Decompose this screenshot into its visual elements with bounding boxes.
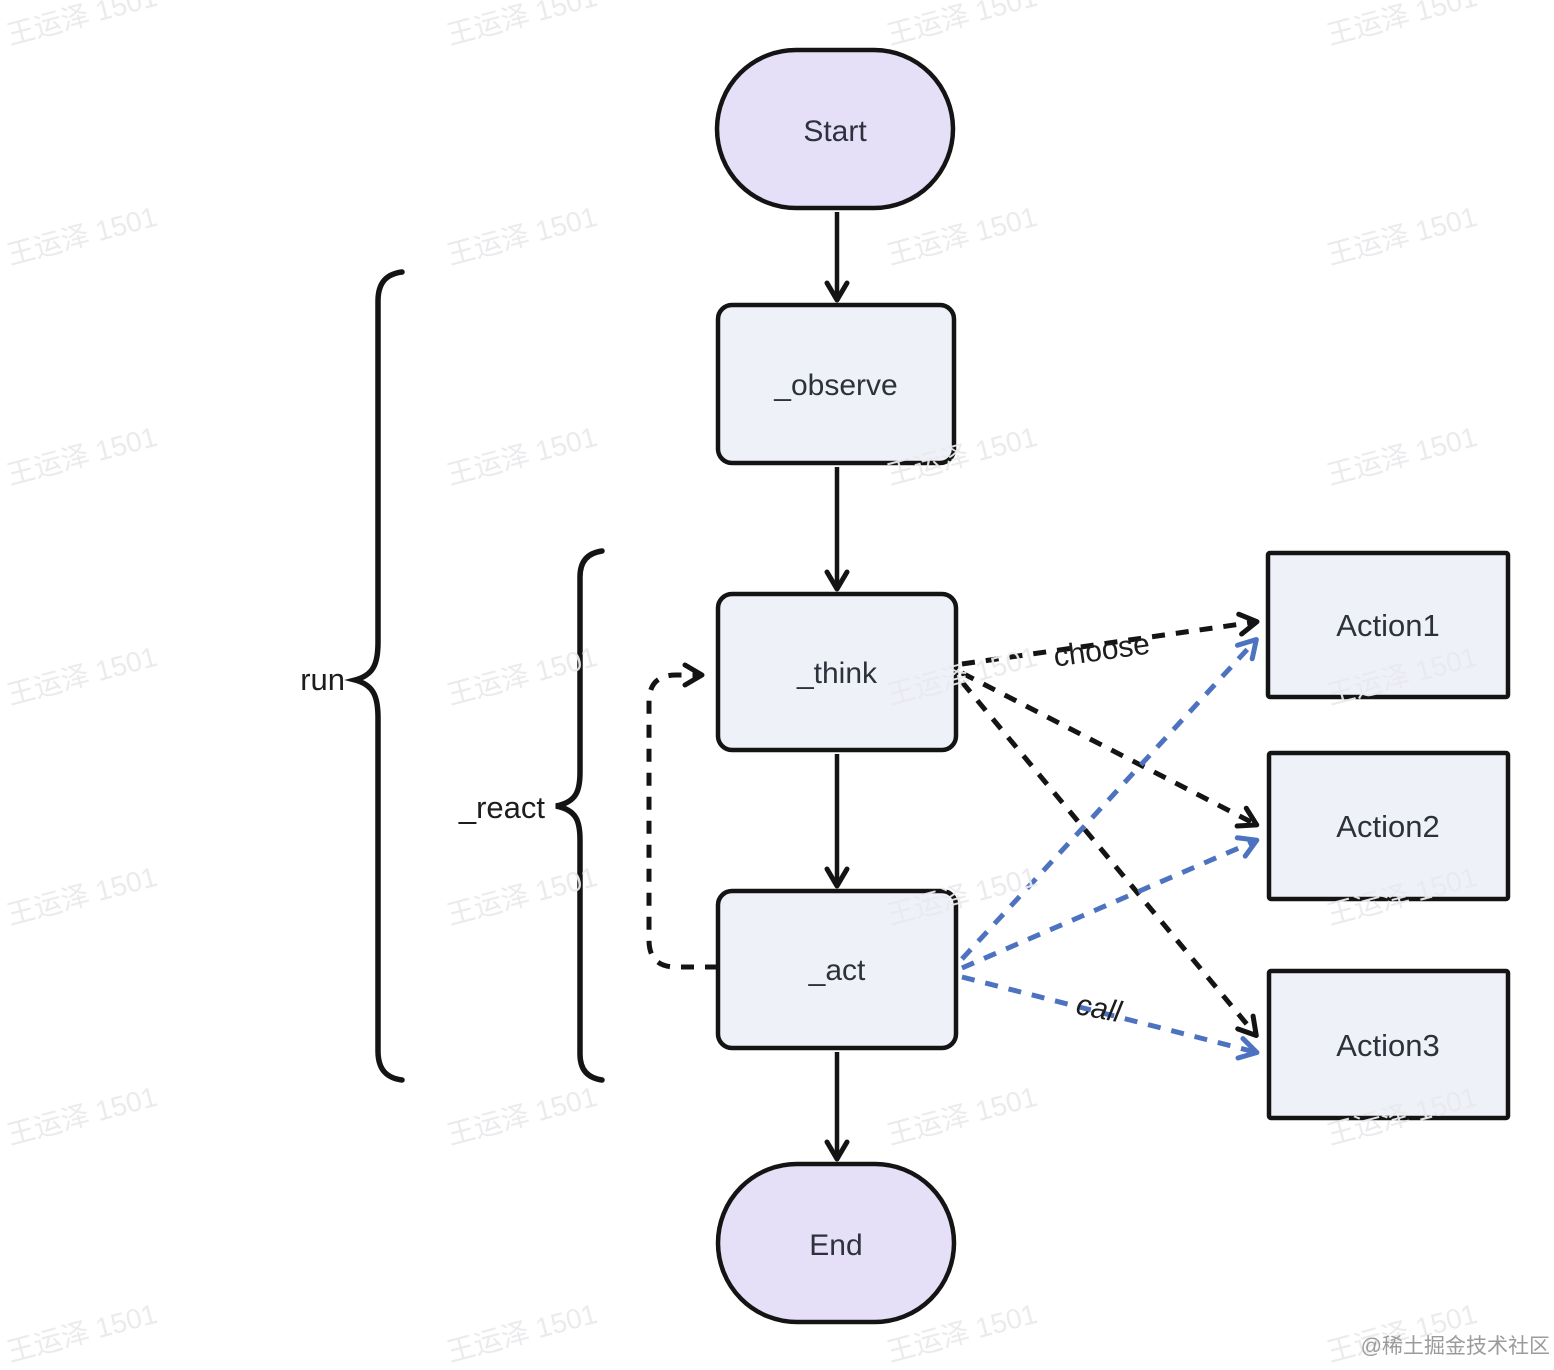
node-label-action3: Action3 bbox=[1336, 1028, 1439, 1063]
watermark-text: 王运泽 1501 bbox=[444, 0, 601, 51]
node-action1 bbox=[1265, 550, 1511, 700]
react-brace bbox=[555, 548, 605, 1083]
edge-label-call: call bbox=[1074, 988, 1126, 1029]
node-label-action1: Action1 bbox=[1336, 608, 1439, 643]
flow-nodes: Start _observe _think _act End Action1 A… bbox=[714, 47, 1511, 1325]
node-start bbox=[714, 47, 956, 211]
group-label-run: run bbox=[300, 662, 345, 697]
node-observe bbox=[715, 302, 957, 466]
watermark-text: 王运泽 1501 bbox=[4, 1081, 161, 1151]
watermark-text: 王运泽 1501 bbox=[1324, 201, 1481, 271]
node-label-observe: _observe bbox=[773, 369, 897, 402]
watermark-text: 王运泽 1501 bbox=[1324, 0, 1481, 51]
watermark-text: 王运泽 1501 bbox=[444, 1298, 601, 1368]
edge-think-action2-choose-arrow bbox=[960, 670, 1260, 829]
node-label-think: _think bbox=[796, 657, 878, 690]
edge-label-choose: choose bbox=[1051, 628, 1151, 674]
watermark-text: 王运泽 1501 bbox=[884, 201, 1041, 271]
watermark-text: 王运泽 1501 bbox=[444, 641, 601, 711]
watermark-text: 王运泽 1501 bbox=[1324, 421, 1481, 491]
node-label-action2: Action2 bbox=[1336, 809, 1439, 844]
watermark-text: 王运泽 1501 bbox=[884, 1081, 1041, 1151]
watermark-text: 王运泽 1501 bbox=[444, 201, 601, 271]
watermark-text: 王运泽 1501 bbox=[4, 861, 161, 931]
edge-act-action3-call-arrow bbox=[961, 974, 1260, 1061]
watermark-text: 王运泽 1501 bbox=[4, 421, 161, 491]
node-think bbox=[715, 591, 959, 753]
edge-act-action1-call-arrow bbox=[960, 637, 1259, 961]
run-brace bbox=[344, 269, 405, 1083]
edge-act-action2-call-arrow bbox=[961, 835, 1260, 971]
watermark-text: 王运泽 1501 bbox=[4, 641, 161, 711]
node-act bbox=[715, 888, 959, 1051]
watermark-text: 王运泽 1501 bbox=[4, 1298, 161, 1368]
edge-think-action3-choose-arrow bbox=[960, 680, 1259, 1039]
watermark-text: 王运泽 1501 bbox=[884, 0, 1041, 51]
watermark-text: 王运泽 1501 bbox=[4, 0, 161, 51]
watermark-text: 王运泽 1501 bbox=[444, 1081, 601, 1151]
edge-think-action1-choose-arrow bbox=[961, 611, 1260, 667]
edge-act-think-loop-arrow bbox=[646, 662, 718, 970]
group-label-react: _react bbox=[458, 790, 546, 825]
watermark-text: 王运泽 1501 bbox=[4, 201, 161, 271]
node-action3 bbox=[1266, 968, 1511, 1121]
node-label-start: Start bbox=[803, 115, 867, 148]
node-label-act: _act bbox=[808, 954, 866, 987]
watermark-text: 王运泽 1501 bbox=[884, 861, 1041, 931]
group-braces: run _react bbox=[300, 269, 605, 1083]
node-end bbox=[715, 1161, 957, 1325]
watermark-text: 王运泽 1501 bbox=[444, 861, 601, 931]
node-action2 bbox=[1266, 750, 1511, 902]
credit-text: @稀土掘金技术社区 bbox=[1361, 1335, 1550, 1358]
watermark-text: 王运泽 1501 bbox=[444, 421, 601, 491]
node-label-end: End bbox=[809, 1229, 862, 1262]
